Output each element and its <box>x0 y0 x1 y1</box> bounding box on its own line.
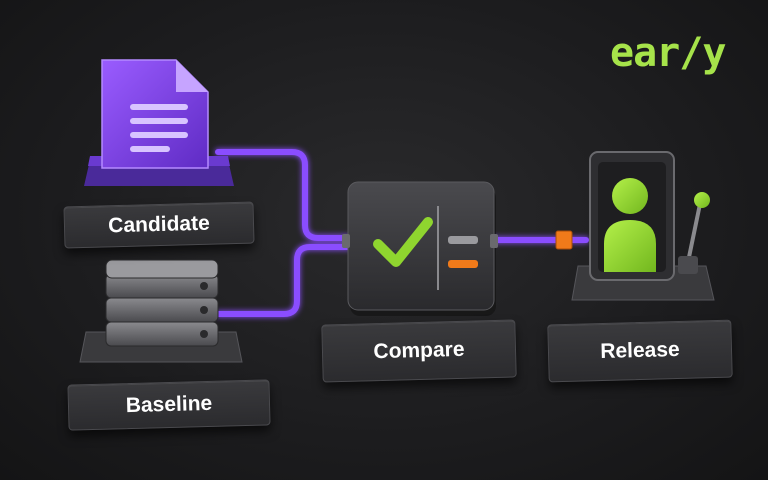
compare-label: Compare <box>321 319 517 383</box>
candidate-label-text: Candidate <box>107 211 211 238</box>
candidate-label: Candidate <box>63 201 255 249</box>
brand-logo: ear/y <box>610 30 726 76</box>
person-lever-icon <box>604 178 710 274</box>
release-label-text: Release <box>599 337 680 364</box>
lever-knob <box>694 192 710 208</box>
release-node <box>571 151 715 301</box>
server-stack-icon <box>105 259 219 347</box>
orange-port <box>555 230 573 250</box>
connector-candidate-compare <box>215 149 351 241</box>
candidate-node <box>84 59 234 186</box>
baseline-label-text: Baseline <box>125 391 213 418</box>
compare-box <box>347 181 495 311</box>
checkmark-compare-icon <box>373 206 478 290</box>
document-icon <box>101 59 209 169</box>
baseline-node <box>79 259 243 363</box>
compare-label-text: Compare <box>373 337 465 364</box>
compare-gray-bar <box>448 236 478 244</box>
baseline-label: Baseline <box>67 379 271 431</box>
release-label: Release <box>547 319 733 383</box>
lever-arm <box>686 203 702 263</box>
compare-orange-bar <box>448 260 478 268</box>
connector-baseline-compare <box>215 244 351 317</box>
compare-node <box>342 181 498 316</box>
